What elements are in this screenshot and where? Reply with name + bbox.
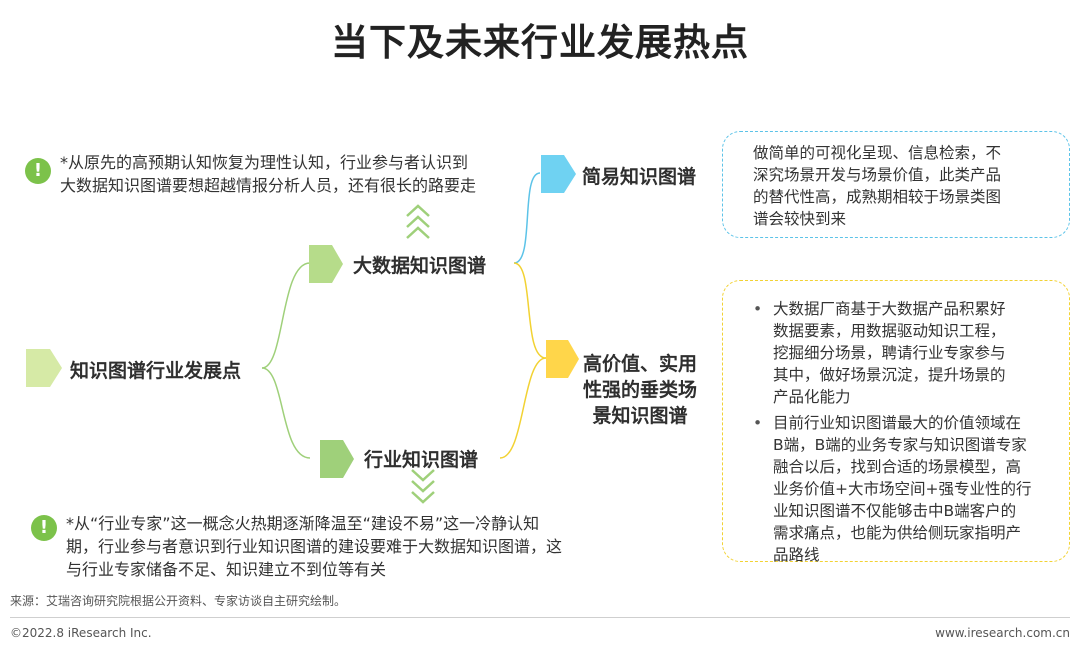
root-node-label: 知识图谱行业发展点 [70, 360, 242, 382]
bullet-line: 产品化能力 [773, 388, 851, 406]
bottom-note-line: *从“行业专家”这一概念火热期逐渐降温至“建设不易”这一冷静认知 [66, 514, 540, 533]
bullet-line: 品路线 [773, 546, 820, 564]
exclamation-icon: ! [25, 158, 51, 184]
big-data-node-label: 大数据知识图谱 [353, 255, 487, 277]
footer-divider [10, 617, 1070, 618]
source-note: 来源：艾瑞咨询研究院根据公开资料、专家访谈自主研究绘制。 [10, 594, 347, 608]
bullet-line: 其中，做好场景沉淀，提升场景的 [773, 366, 1006, 384]
connector-industry-vertical [499, 357, 547, 459]
connector-root-bigdata [261, 262, 311, 369]
bullet-line: 融合以后，找到合适的场景模型，高 [773, 458, 1022, 476]
connector-root-industry [261, 367, 311, 459]
vertical-box-bullet-list: 大数据厂商基于大数据产品积累好 数据要素，用数据驱动知识工程， 挖掘细分场景，聘… [751, 298, 1055, 566]
bullet-line: 大数据厂商基于大数据产品积累好 [773, 300, 1006, 318]
vertical-box-bullet: 大数据厂商基于大数据产品积累好 数据要素，用数据驱动知识工程， 挖掘细分场景，聘… [751, 298, 1055, 408]
bullet-line: 挖掘细分场景，聘请行业专家参与 [773, 344, 1006, 362]
page-title: 当下及未来行业发展热点 [331, 21, 749, 64]
chevron-down-icon [411, 469, 435, 504]
top-note: *从原先的高预期认知恢复为理性认知，行业参与者认识到 大数据知识图谱要想超越情报… [60, 151, 476, 197]
vertical-box-bullet: 目前行业知识图谱最大的价值领域在 B端，B端的业务专家与知识图谱专家 融合以后，… [751, 412, 1055, 566]
industry-node-marker [320, 440, 354, 478]
bottom-note-line: 与行业专家储备不足、知识建立不到位等有关 [66, 560, 387, 579]
exclamation-icon: ! [31, 515, 57, 541]
vertical-node-line: 高价值、实用 [583, 353, 698, 375]
copyright-text: ©2022.8 iResearch Inc. [10, 626, 152, 640]
bullet-line: B端，B端的业务专家与知识图谱专家 [773, 436, 1027, 454]
simple-node-label: 简易知识图谱 [582, 166, 697, 188]
simple-box-line: 做简单的可视化呈现、信息检索，不 [753, 144, 1002, 162]
vertical-graph-description-box: 大数据厂商基于大数据产品积累好 数据要素，用数据驱动知识工程， 挖掘细分场景，聘… [722, 280, 1070, 564]
simple-box-line: 谱会较快到来 [753, 210, 847, 228]
vertical-node-marker [546, 340, 579, 378]
bullet-line: 业知识图谱不仅能够击中B端客户的 [773, 502, 1017, 520]
bullet-line: 需求痛点，也能为供给侧玩家指明产 [773, 524, 1022, 542]
vertical-node-label: 高价值、实用 性强的垂类场 景知识图谱 [583, 351, 697, 429]
simple-box-line: 的替代性高，成熟期相较于场景类图 [753, 188, 1002, 206]
root-node-marker [26, 349, 62, 387]
bottom-note: *从“行业专家”这一概念火热期逐渐降温至“建设不易”这一冷静认知 期，行业参与者… [66, 512, 562, 581]
website-link[interactable]: www.iresearch.com.cn [935, 626, 1070, 640]
bullet-line: 数据要素，用数据驱动知识工程， [773, 322, 1006, 340]
vertical-node-line: 性强的垂类场 [583, 379, 698, 401]
simple-box-line: 深究场景开发与场景价值，此类产品 [753, 166, 1002, 184]
industry-node-label: 行业知识图谱 [364, 449, 479, 471]
bullet-line: 业务价值+大市场空间+强专业性的行 [773, 480, 1032, 498]
simple-graph-description-box: 做简单的可视化呈现、信息检索，不 深究场景开发与场景价值，此类产品 的替代性高，… [722, 131, 1070, 238]
top-note-line: *从原先的高预期认知恢复为理性认知，行业参与者认识到 [60, 153, 469, 172]
bottom-note-line: 期，行业参与者意识到行业知识图谱的建设要难于大数据知识图谱，这 [66, 537, 563, 556]
vertical-node-line: 景知识图谱 [592, 405, 688, 427]
bullet-line: 目前行业知识图谱最大的价值领域在 [773, 414, 1022, 432]
connector-bigdata-vertical [513, 262, 547, 359]
top-note-line: 大数据知识图谱要想超越情报分析人员，还有很长的路要走 [60, 176, 477, 195]
simple-node-marker [541, 155, 576, 193]
chevron-up-icon [406, 204, 430, 239]
big-data-node-marker [309, 245, 343, 283]
connector-bigdata-simple [513, 172, 541, 264]
